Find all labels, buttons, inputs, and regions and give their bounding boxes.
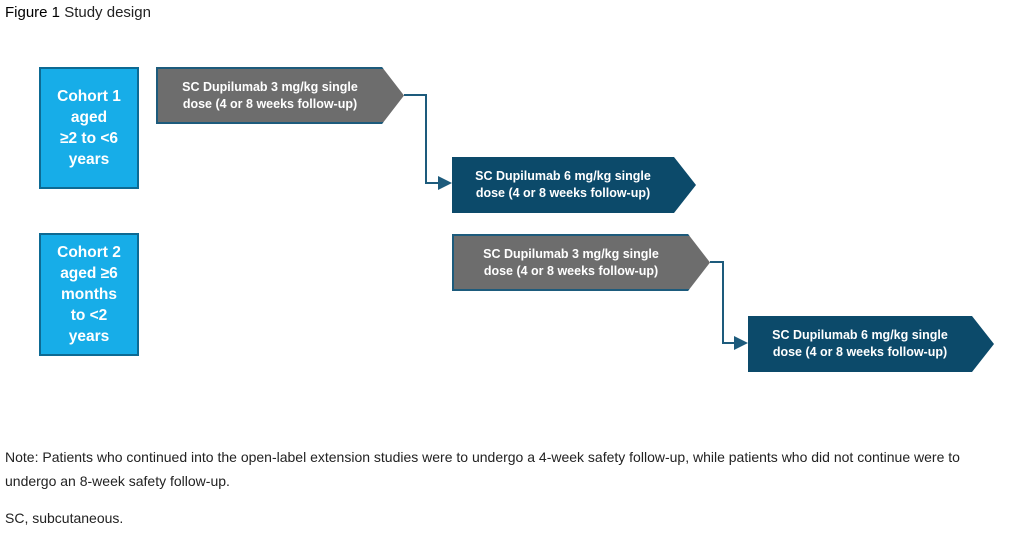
step-cohort2-6mgkg: SC Dupilumab 6 mg/kg single dose (4 or 8 …: [748, 316, 994, 372]
cohort-2-line: months: [61, 286, 117, 303]
step-cohort2-3mgkg: SC Dupilumab 3 mg/kg single dose (4 or 8 …: [452, 234, 710, 291]
cohort-2-line: years: [68, 328, 110, 345]
step-cohort1-3mgkg: SC Dupilumab 3 mg/kg single dose (4 or 8 …: [156, 67, 404, 124]
arrowhead-1: [438, 176, 452, 190]
figure-title-text: Study design: [64, 4, 151, 21]
cohort-1-line: Cohort 1: [57, 88, 121, 105]
step-text: SC Dupilumab 3 mg/kg single: [483, 246, 659, 261]
cohort-2-line: Cohort 2: [57, 244, 121, 261]
step-text: dose (4 or 8 weeks follow-up): [182, 96, 358, 111]
step-cohort1-6mgkg: SC Dupilumab 6 mg/kg single dose (4 or 8 …: [452, 157, 696, 213]
arrowhead-2: [734, 336, 748, 350]
connector-cohort1: [404, 94, 440, 184]
step-text: SC Dupilumab 6 mg/kg single: [475, 169, 651, 183]
cohort-2-box: Cohort 2 aged ≥6 months to <2 years: [39, 233, 139, 356]
cohort-1-line: aged: [70, 109, 108, 126]
cohort-2-line: aged ≥6: [60, 265, 118, 282]
step-text: dose (4 or 8 weeks follow-up): [483, 263, 659, 278]
step-text: dose (4 or 8 weeks follow-up): [772, 345, 948, 359]
step-text: dose (4 or 8 weeks follow-up): [475, 186, 651, 200]
figure-label: Figure 1: [5, 4, 61, 21]
abbreviation-note: SC, subcutaneous.: [5, 510, 124, 526]
cohort-1-line: ≥2 to <6: [59, 130, 119, 147]
figure-note: Note: Patients who continued into the op…: [5, 449, 960, 489]
cohort-1-line: years: [68, 151, 110, 168]
cohort-1-box: Cohort 1 aged ≥2 to <6 years: [39, 67, 139, 189]
step-text: SC Dupilumab 3 mg/kg single: [182, 79, 358, 94]
figure-title: Figure 1 Study design: [5, 4, 151, 21]
step-text: SC Dupilumab 6 mg/kg single: [772, 328, 948, 342]
cohort-2-line: to <2: [70, 307, 108, 324]
connector-cohort2: [710, 261, 736, 344]
